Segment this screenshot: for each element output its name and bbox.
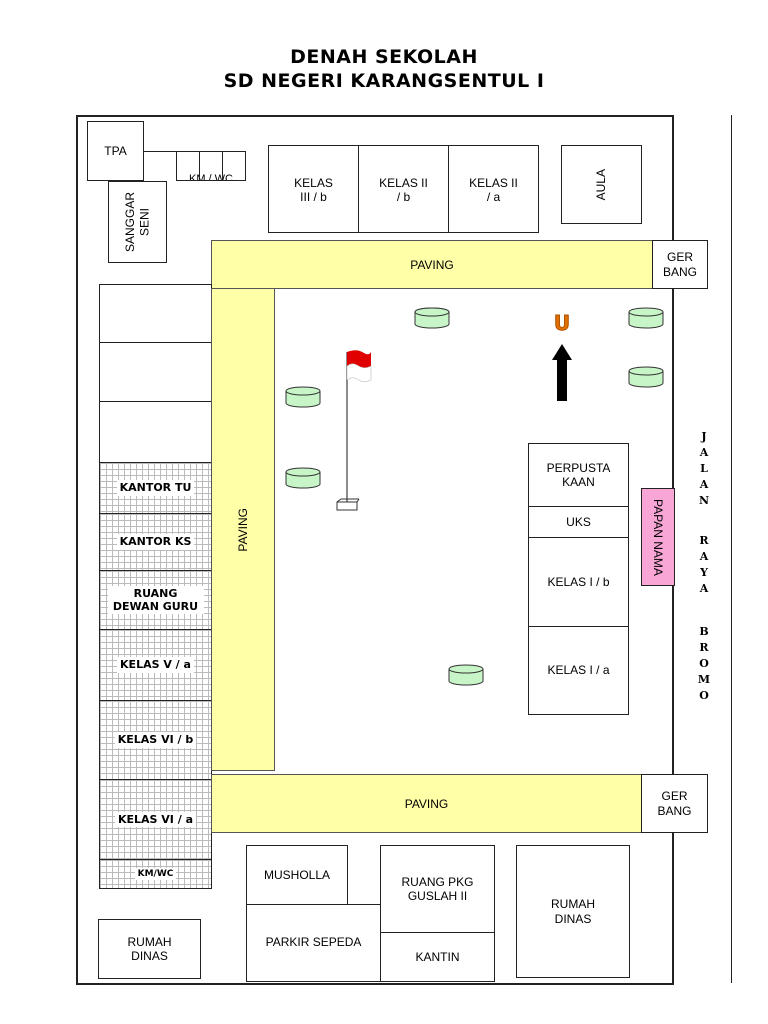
room-kelas-6a-label: KELAS VI / a xyxy=(114,811,197,828)
road-letter: O xyxy=(699,657,709,670)
road-letter: R xyxy=(699,641,709,654)
room-uks: UKS xyxy=(528,506,629,538)
road-letter: N xyxy=(698,494,710,507)
paving-top-label: PAVING xyxy=(410,257,454,272)
planter xyxy=(285,467,321,489)
room-kelas-2b: KELAS II / b xyxy=(358,145,449,233)
gerbang-bottom: GER BANG xyxy=(641,774,708,833)
room-rumah-dinas-right: RUMAH DINAS xyxy=(516,845,630,978)
north-label: U xyxy=(553,311,571,336)
paving-left: PAVING xyxy=(211,288,275,771)
paving-top: PAVING xyxy=(211,240,653,289)
room-rumah-dinas-right-label: RUMAH DINAS xyxy=(551,897,595,926)
room-sanggar-seni: SANGGAR SENI xyxy=(108,181,167,263)
room-dewan-guru-label: RUANG DEWAN GURU xyxy=(107,585,204,615)
road-letter: L xyxy=(700,462,708,475)
room-kantor-tu: KANTOR TU xyxy=(99,462,212,514)
kmwc-divider-2 xyxy=(222,151,223,181)
planter xyxy=(414,307,450,329)
room-rumah-dinas-left: RUMAH DINAS xyxy=(98,919,201,979)
room-tpa: TPA xyxy=(87,121,144,181)
room-kmwc-bottom-label: KM/WC xyxy=(134,867,177,881)
map-title-line2: SD NEGERI KARANGSENTUL I xyxy=(223,70,545,92)
room-kelas-1b: KELAS I / b xyxy=(528,537,629,627)
flagpole-icon xyxy=(336,350,372,511)
room-pkg-guslah: RUANG PKG GUSLAH II xyxy=(380,845,495,933)
road-edge-line xyxy=(731,115,732,983)
room-rumah-dinas-left-label: RUMAH DINAS xyxy=(127,934,172,963)
room-kelas-2a: KELAS II / a xyxy=(448,145,539,233)
road-letter: A xyxy=(699,446,709,459)
gerbang-top: GER BANG xyxy=(652,240,708,289)
road-letter: A xyxy=(699,582,709,595)
room-kantor-ks-label: KANTOR KS xyxy=(116,534,195,550)
map-title-line1: DENAH SEKOLAH xyxy=(290,46,478,68)
room-musholla-label: MUSHOLLA xyxy=(263,867,331,882)
area-parkir-sepeda: PARKIR SEPEDA xyxy=(246,904,381,982)
planter xyxy=(448,664,484,686)
area-parkir-sepeda-label: PARKIR SEPEDA xyxy=(265,935,362,949)
room-kantin: KANTIN xyxy=(380,932,495,982)
kmwc-divider-1 xyxy=(199,151,200,181)
planter xyxy=(628,366,664,388)
room-pkg-guslah-label: RUANG PKG GUSLAH II xyxy=(401,874,474,903)
room-kelas-5a-label: KELAS V / a xyxy=(117,657,194,673)
road-letter: O xyxy=(699,689,709,702)
road-letter: J xyxy=(701,430,707,443)
papan-nama-label: PAPAN NAMA xyxy=(651,498,666,576)
room-kantin-label: KANTIN xyxy=(415,949,460,964)
room-kelas-1a-label: KELAS I / a xyxy=(547,663,610,678)
papan-nama: PAPAN NAMA xyxy=(641,488,675,586)
road-letter: A xyxy=(699,478,709,491)
paving-bottom: PAVING xyxy=(211,774,642,833)
room-kelas-2b-label: KELAS II / b xyxy=(379,176,428,205)
road-letter: Y xyxy=(700,566,708,579)
road-letter: R xyxy=(699,534,709,547)
road-letter: B xyxy=(699,625,709,638)
north-arrow-icon xyxy=(552,344,572,401)
room-perpustakaan: PERPUSTA KAAN xyxy=(528,443,629,507)
room-kmwc-bottom: KM/WC xyxy=(99,859,212,889)
gerbang-top-label: GER BANG xyxy=(662,250,697,279)
room-kelas-6b-label: KELAS VI / b xyxy=(114,732,197,748)
planter xyxy=(628,307,664,329)
room-kmwc-top: KM / WC xyxy=(176,151,246,181)
room-kmwc-top-label: KM / WC xyxy=(189,172,233,181)
room-kelas-5a: KELAS V / a xyxy=(99,629,212,701)
room-uks-label: UKS xyxy=(566,514,591,529)
planter xyxy=(285,386,321,408)
room-perpustakaan-label: PERPUSTA KAAN xyxy=(546,460,611,489)
room-kelas-3b-label: KELAS III / b xyxy=(294,176,333,205)
room-kelas-2a-label: KELAS II / a xyxy=(469,176,518,205)
paving-bottom-label: PAVING xyxy=(404,796,449,811)
room-kantor-tu-label: KANTOR TU xyxy=(116,480,195,496)
room-empty-1 xyxy=(99,284,212,343)
room-kantor-ks: KANTOR KS xyxy=(99,513,212,571)
connector-line xyxy=(144,151,176,152)
room-kelas-1b-label: KELAS I / b xyxy=(547,574,610,589)
road-letter: M xyxy=(697,673,711,686)
road-letter: A xyxy=(699,550,709,563)
room-kelas-1a: KELAS I / a xyxy=(528,626,629,715)
room-tpa-label: TPA xyxy=(104,144,127,158)
gerbang-bottom-label: GER BANG xyxy=(657,789,692,818)
room-kelas-6b: KELAS VI / b xyxy=(99,700,212,780)
room-aula: AULA xyxy=(561,145,642,224)
